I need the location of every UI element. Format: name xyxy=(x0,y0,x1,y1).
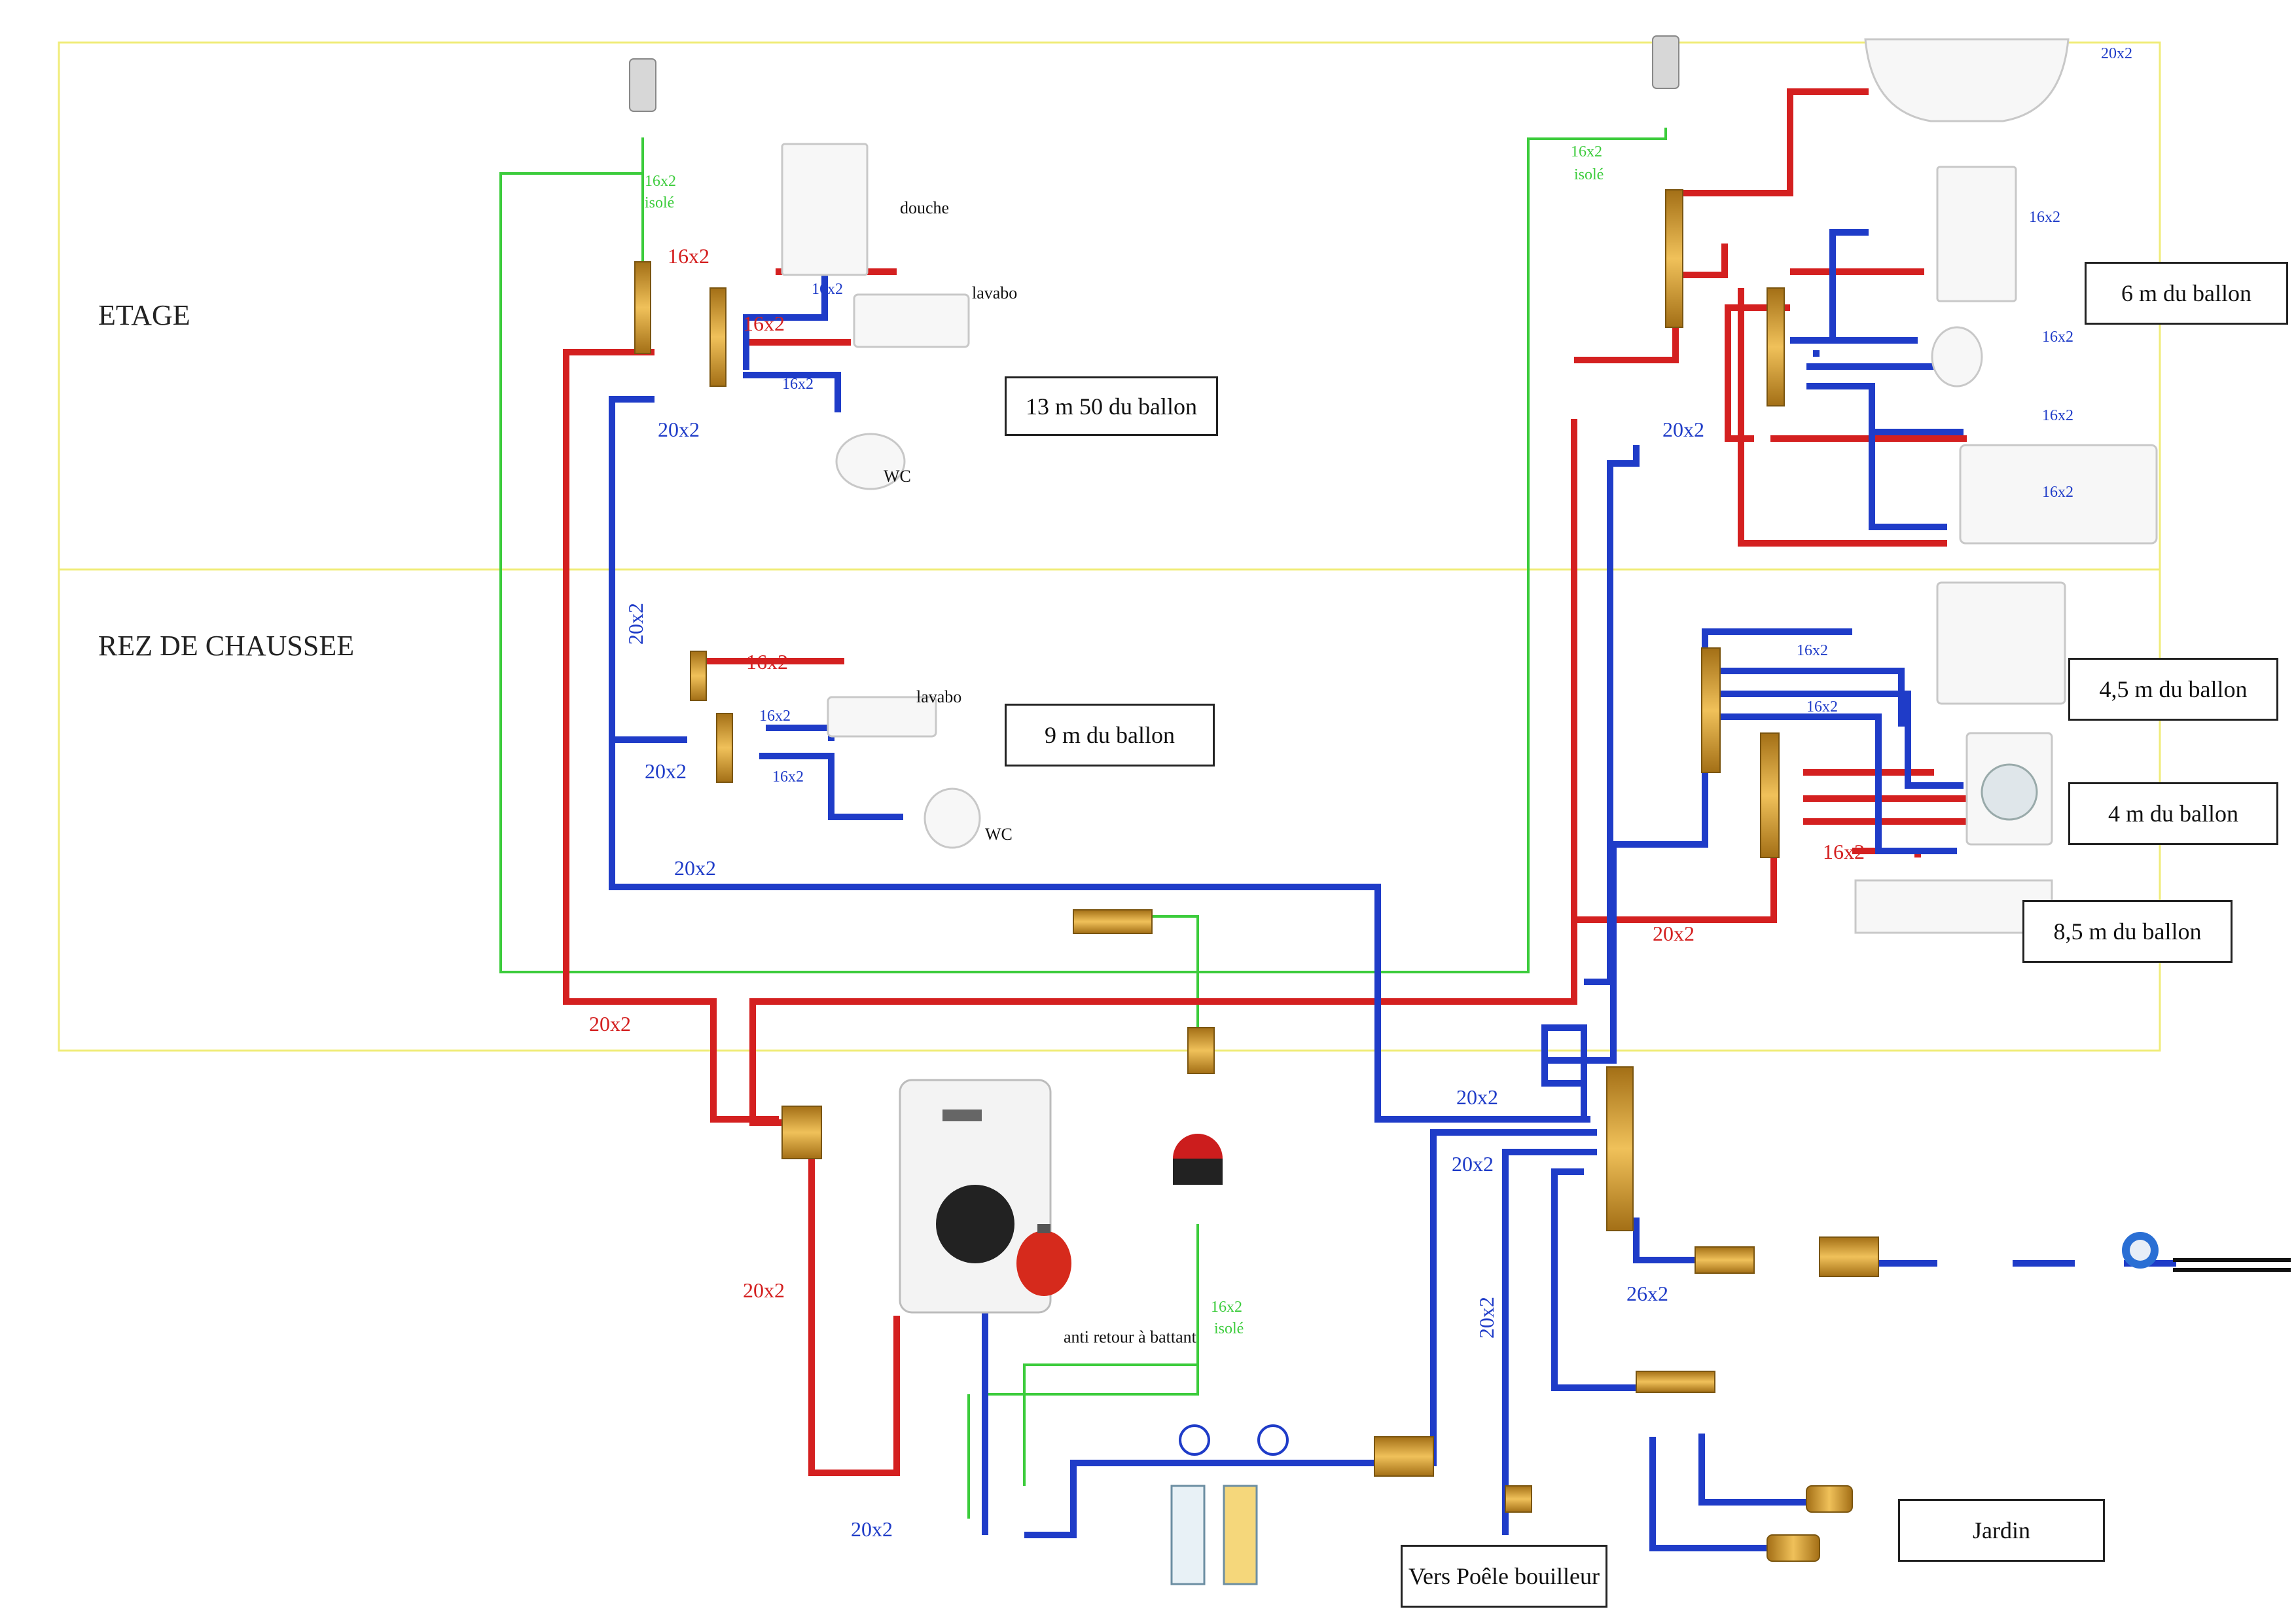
basin-double xyxy=(1959,444,2158,545)
pipe-label-16x2: 16x2 xyxy=(812,281,843,298)
double-filter xyxy=(1170,1424,1289,1585)
basin-rdc xyxy=(827,696,937,738)
strainer-filter xyxy=(1374,1436,1434,1477)
pipe-label-20x2: 20x2 xyxy=(1662,418,1704,441)
garden-collector xyxy=(1636,1371,1715,1393)
zone-rdc-label: REZ DE CHAUSSEE xyxy=(98,630,355,662)
lavabo-rdc-label: lavabo xyxy=(916,687,962,706)
collector-etage2-hot xyxy=(1665,189,1683,328)
pipe-label-20x2: 20x2 xyxy=(589,1012,631,1036)
pipe-label-20x2: 20x2 xyxy=(743,1278,785,1302)
pipe-label-16x2: 16x2 xyxy=(2042,484,2073,501)
loop-label-isole: isolé xyxy=(1574,166,1604,183)
loop-label-16x2: 16x2 xyxy=(645,173,676,190)
pipe-label-16x2: 16x2 xyxy=(759,708,791,725)
hot-water-pipes xyxy=(563,88,1990,1476)
zone-etage-label: ETAGE xyxy=(98,299,190,331)
pipe-label-16x2: 16x2 xyxy=(2029,209,2060,226)
air-vents xyxy=(629,35,1679,112)
pipe-label-20x2: 20x2 xyxy=(2101,45,2132,62)
collector-rdc-hot xyxy=(690,651,707,701)
pipe-label-20x2: 20x2 xyxy=(851,1517,893,1541)
pipe-label-16x2: 16x2 xyxy=(2042,407,2073,424)
sink-rdc xyxy=(1936,581,2066,705)
lavabo-etage-label: lavabo xyxy=(972,283,1018,302)
collector-rdc2-hot xyxy=(1701,647,1721,773)
strainer-main xyxy=(1819,1236,1879,1277)
pipe-label-16x2: 16x2 xyxy=(1823,840,1865,863)
wc-etage2 xyxy=(1931,326,1983,388)
valve-poele xyxy=(1505,1485,1532,1513)
collector-etage2-cold xyxy=(1767,287,1785,406)
distance-box-4m: 4 m du ballon xyxy=(2068,782,2278,845)
distance-box-13m50: 13 m 50 du ballon xyxy=(1005,376,1218,436)
distance-box-4m5: 4,5 m du ballon xyxy=(2068,658,2278,721)
valve-loop xyxy=(1187,1027,1215,1074)
collector-rdc-cold xyxy=(716,713,733,783)
anti-retour-label: anti retour à battant xyxy=(1064,1327,1196,1346)
collector-etage-cold xyxy=(709,287,726,387)
washer-door xyxy=(1981,763,2038,821)
jardin-box: Jardin xyxy=(1898,1499,2105,1562)
pipe-label-16x2: 16x2 xyxy=(743,312,785,335)
loop-label-isole: isolé xyxy=(1214,1320,1244,1337)
vers-poele-box: Vers Poêle bouilleur xyxy=(1401,1545,1607,1608)
boucle-collector xyxy=(1073,909,1153,934)
main-collector xyxy=(1606,1066,1634,1231)
pipe-label-16x2: 16x2 xyxy=(772,768,804,785)
pipe-label-20x2: 20x2 xyxy=(645,759,687,783)
pipe-label-20x2: 20x2 xyxy=(658,418,700,441)
basin-etage xyxy=(853,293,970,348)
shower-etage xyxy=(781,143,869,276)
garden-taps xyxy=(1767,1485,1853,1562)
pipe-label-20x2: 20x2 xyxy=(1456,1085,1498,1109)
reducer-main xyxy=(1695,1246,1755,1274)
fixtures xyxy=(781,38,2158,934)
pipe-label-16x2: 16x2 xyxy=(1797,642,1828,659)
distance-box-9m: 9 m du ballon xyxy=(1005,704,1215,767)
loop-label-16x2: 16x2 xyxy=(1211,1299,1242,1316)
bathtub xyxy=(1864,38,2070,122)
steel-sink xyxy=(1854,879,2053,934)
water-meter xyxy=(2122,1232,2159,1269)
pipe-label-16x2: 16x2 xyxy=(782,376,814,393)
wc-rdc xyxy=(924,787,981,849)
pipe-label-20x2: 20x2 xyxy=(1653,922,1695,945)
shower-etage2 xyxy=(1936,166,2017,302)
douche-label: douche xyxy=(900,198,950,217)
pipe-label-20x2: 20x2 xyxy=(1475,1297,1498,1339)
pipe-label-16x2: 16x2 xyxy=(2042,329,2073,346)
wc-rdc-label: WC xyxy=(985,825,1013,844)
zone-etage-frame xyxy=(58,41,2161,571)
collector-etage-hot xyxy=(634,261,651,354)
circulator-pump xyxy=(1173,1134,1223,1185)
fittings xyxy=(634,189,1879,1513)
pipe-label-20x2: 20x2 xyxy=(624,603,647,645)
pipe-label-20x2: 20x2 xyxy=(1452,1152,1494,1176)
hot-valve-ballon xyxy=(781,1106,822,1159)
pipe-label-16x2: 16x2 xyxy=(668,244,709,268)
pipe-label-16x2: 16x2 xyxy=(1806,698,1838,715)
wc-etage-label: WC xyxy=(884,467,911,486)
pipe-label-20x2: 20x2 xyxy=(674,856,716,880)
water-heater xyxy=(899,1079,1052,1314)
expansion-tank xyxy=(1016,1224,1071,1296)
zone-rdc-frame xyxy=(58,568,2161,1052)
loop-label-16x2: 16x2 xyxy=(1571,143,1602,160)
pipe-label-16x2: 16x2 xyxy=(746,650,788,674)
wc-etage xyxy=(835,433,906,490)
pipe-label-26x2: 26x2 xyxy=(1626,1282,1668,1305)
collector-rdc2-cold xyxy=(1760,732,1780,858)
distance-box-6m: 6 m du ballon xyxy=(2085,262,2288,325)
loop-label-isole: isolé xyxy=(645,194,675,211)
distance-box-8m5: 8,5 m du ballon xyxy=(2022,900,2233,963)
cold-water-pipes xyxy=(609,229,2176,1551)
